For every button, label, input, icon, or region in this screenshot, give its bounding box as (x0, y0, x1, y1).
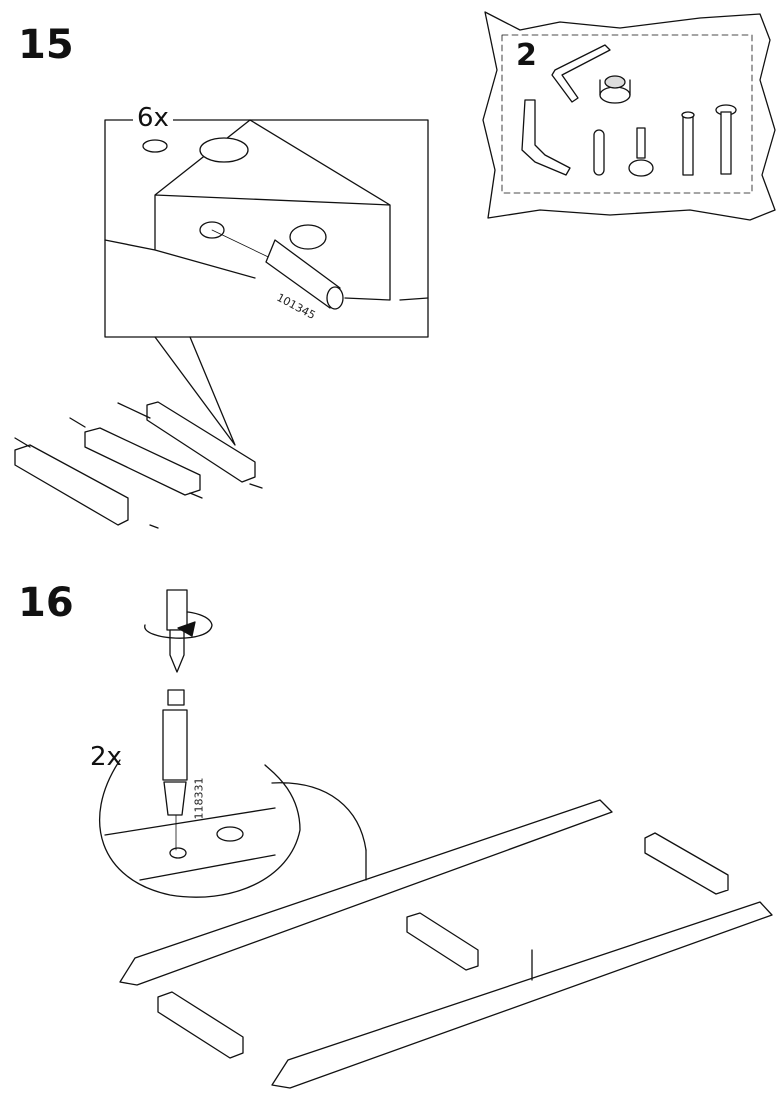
step16-rails (119, 799, 773, 1089)
cam-bolt-icon (628, 127, 654, 177)
cam-lock-icon (599, 75, 631, 104)
step-15-quantity: 6x (133, 103, 173, 133)
step-15-number: 15 (18, 22, 74, 68)
connector-bolt-icon (681, 111, 695, 176)
wood-screw-cam-icon (521, 99, 571, 176)
step15-detail-callout (104, 119, 429, 446)
parts-box-number: 2 (516, 38, 537, 73)
dowel-icon (593, 129, 605, 176)
step-16-quantity: 2x (90, 742, 122, 772)
screwdriver-icon (166, 589, 188, 673)
allen-key-icon (551, 44, 611, 103)
step-16-part-number: 118331 (192, 777, 206, 820)
rotate-arrow-icon (144, 611, 213, 639)
step-16-number: 16 (18, 580, 74, 626)
step15-rails (14, 401, 263, 529)
step16-detail-callout (98, 689, 367, 898)
screw-icon (715, 104, 737, 175)
